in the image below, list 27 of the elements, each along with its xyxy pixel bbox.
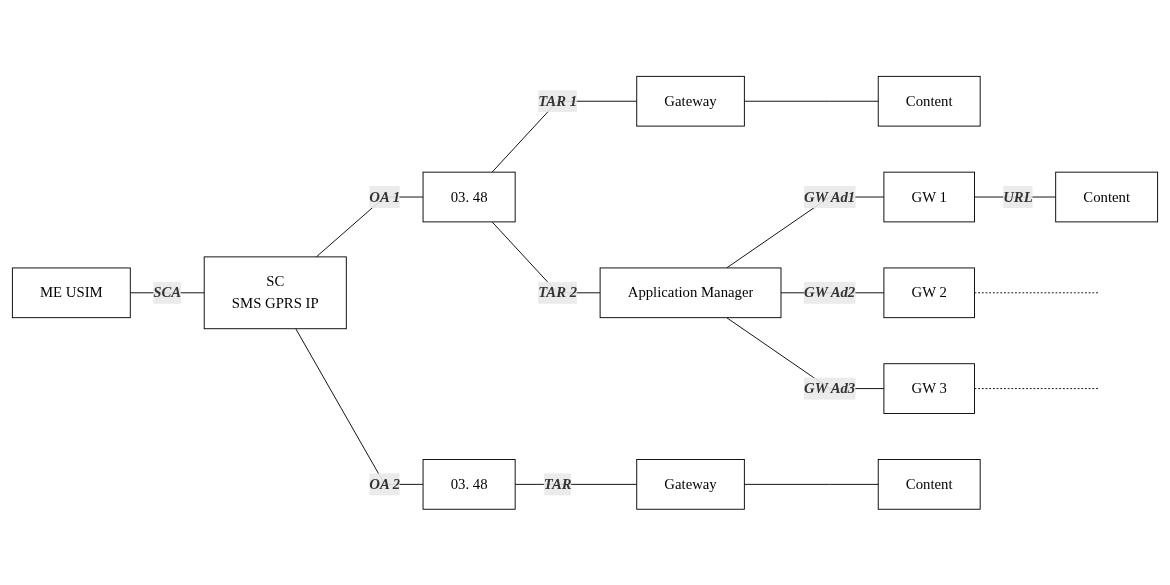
node-box: Content	[877, 458, 981, 510]
node-box: Gateway	[636, 75, 745, 127]
edge-label: OA 1	[369, 188, 401, 205]
connector	[974, 292, 1101, 293]
edge-label: TAR	[543, 475, 572, 492]
node-box: GW 2	[883, 267, 975, 318]
edge-label: GW Ad3	[804, 379, 856, 396]
edge-label: GW Ad1	[804, 188, 856, 205]
edge-label: GW Ad2	[804, 284, 856, 300]
edge-label: URL	[1003, 188, 1033, 205]
node-box: GW 1	[883, 171, 975, 223]
connector	[743, 100, 879, 102]
connector	[743, 483, 879, 485]
node-box: Content	[877, 75, 981, 127]
edge-label: SCA	[153, 284, 182, 300]
node-box: SC SMS GPRS IP	[203, 256, 347, 329]
node-box: 03. 48	[422, 458, 516, 510]
node-box: Content	[1055, 171, 1159, 223]
node-box: GW 3	[883, 362, 975, 414]
node-box: Gateway	[636, 458, 745, 510]
edge-label: OA 2	[369, 475, 401, 492]
node-box: Application Manager	[599, 267, 782, 318]
edge-label: TAR 2	[538, 284, 578, 300]
node-box: 03. 48	[422, 171, 516, 223]
connector	[974, 387, 1101, 389]
node-box: ME USIM	[11, 267, 131, 318]
edge-label: TAR 1	[538, 92, 578, 109]
